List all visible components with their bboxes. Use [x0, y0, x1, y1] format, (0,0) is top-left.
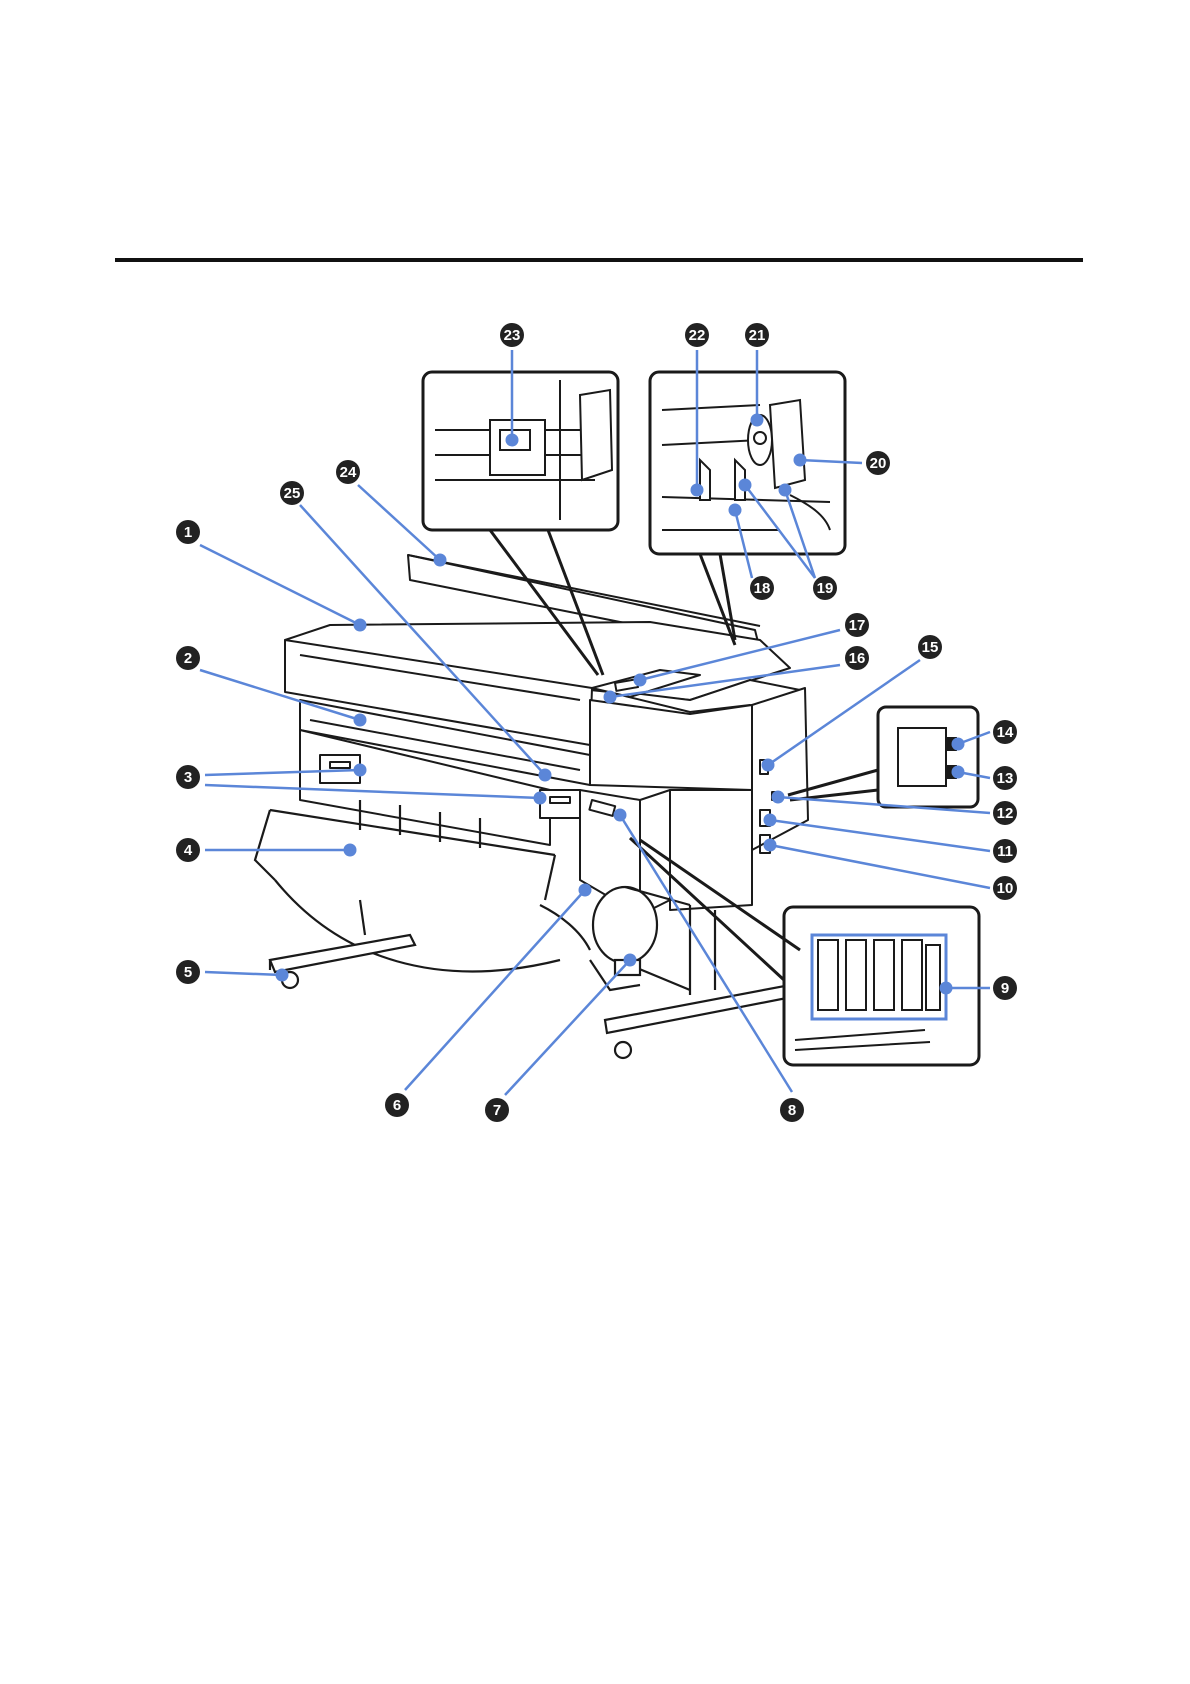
inset-ports: [878, 707, 978, 807]
callout-number-11: 11: [997, 843, 1013, 860]
callout-number-19: 19: [817, 580, 834, 597]
callout-6: 6: [385, 1093, 409, 1117]
callout-11: 11: [993, 839, 1017, 863]
callout-number-3: 3: [184, 769, 192, 786]
callout-number-15: 15: [922, 639, 939, 656]
callout-21: 21: [745, 323, 769, 347]
printer-stand: [270, 900, 792, 1058]
callout-number-16: 16: [849, 650, 866, 667]
callout-18: 18: [750, 576, 774, 600]
callout-number-21: 21: [749, 327, 766, 344]
callout-25: 25: [280, 481, 304, 505]
leader-line-1: [200, 545, 360, 625]
inset-roll-adapter: [650, 372, 845, 554]
callout-number-2: 2: [184, 650, 192, 667]
callout-number-9: 9: [1001, 980, 1009, 997]
callout-1: 1: [176, 520, 200, 544]
callout-number-14: 14: [997, 724, 1014, 741]
callout-number-4: 4: [184, 842, 193, 859]
callout-7: 7: [485, 1098, 509, 1122]
callout-14: 14: [993, 720, 1017, 744]
callout-number-24: 24: [340, 464, 357, 481]
callout-number-5: 5: [184, 964, 192, 981]
callout-3: 3: [176, 765, 200, 789]
callout-number-25: 25: [284, 485, 301, 502]
callout-22: 22: [685, 323, 709, 347]
callout-number-12: 12: [997, 805, 1014, 822]
callout-16: 16: [845, 646, 869, 670]
callout-number-7: 7: [493, 1102, 501, 1119]
inset-ink-cartridges: [784, 907, 979, 1065]
callout-number-17: 17: [849, 617, 866, 634]
leader-line-11: [770, 820, 990, 851]
callout-number-8: 8: [788, 1102, 796, 1119]
callout-8: 8: [780, 1098, 804, 1122]
callout-5: 5: [176, 960, 200, 984]
callout-number-10: 10: [997, 880, 1014, 897]
callout-number-6: 6: [393, 1097, 401, 1114]
leader-line-5: [205, 972, 282, 975]
callout-12: 12: [993, 801, 1017, 825]
leader-line-10: [770, 845, 990, 888]
callout-number-1: 1: [184, 524, 192, 541]
callout-number-13: 13: [997, 770, 1014, 787]
callout-17: 17: [845, 613, 869, 637]
inset-paper-feeder: [423, 372, 618, 530]
callout-19: 19: [813, 576, 837, 600]
callout-23: 23: [500, 323, 524, 347]
callout-15: 15: [918, 635, 942, 659]
leader-line-6: [405, 890, 585, 1090]
callout-24: 24: [336, 460, 360, 484]
callout-9: 9: [993, 976, 1017, 1000]
callout-4: 4: [176, 838, 200, 862]
callout-number-22: 22: [689, 327, 706, 344]
callout-10: 10: [993, 876, 1017, 900]
callout-number-23: 23: [504, 327, 521, 344]
callout-20: 20: [866, 451, 890, 475]
callout-number-18: 18: [754, 580, 771, 597]
callout-2: 2: [176, 646, 200, 670]
callout-13: 13: [993, 766, 1017, 790]
callout-number-20: 20: [870, 455, 887, 472]
